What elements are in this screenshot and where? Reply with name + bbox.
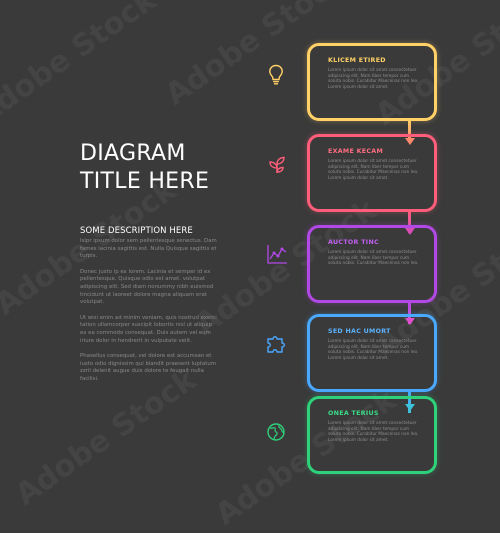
puzzle-icon [265,333,287,355]
step-2-box: EXAME KECAM Lorem ipsum dolor sit amet c… [307,134,437,212]
step-5-text: Lorem ipsum dolor sit amet consectetuer … [328,421,419,443]
arrow-down-icon [404,228,415,235]
diagram-title-line-2: TITLE HERE [80,169,210,194]
watermark: Adobe Stock [0,0,163,133]
description-body: Isipr ipsum dolor sem pellentesque senec… [80,238,220,392]
arrow-down-icon [404,318,415,325]
arrow-down-icon [404,404,415,411]
step-4-text: Lorem ipsum dolor sit amet consectetuer … [328,339,419,361]
step-5-title: ONEA TERIUS [328,410,379,417]
step-1-box: KLICEM ETIRED Lorem ipsum dolor sit amet… [307,43,437,121]
arrow-down-icon [404,138,415,145]
step-2-title: EXAME KECAM [328,148,384,155]
globe-icon [266,422,286,442]
step-4-box: SED HAC UMORT Lorem ipsum dolor sit amet… [307,314,437,392]
lightbulb-icon [268,64,284,86]
step-1-title: KLICEM ETIRED [328,57,386,64]
connector-3-4 [408,302,411,324]
chart-icon [266,243,288,265]
connector-1-2 [408,120,411,142]
step-2-text: Lorem ipsum dolor sit amet consectetuer … [328,159,419,181]
step-1-text: Lorem ipsum dolor sit amet consectetuer … [328,68,419,90]
diagram-title-line-1: DIAGRAM [80,141,186,166]
description-paragraph: Ut wisi enim ad minim veniam, quis nostr… [80,314,217,344]
description-paragraph: Phasellus consequat, vel dolore est accu… [80,353,217,382]
step-4-title: SED HAC UMORT [328,328,391,335]
description-paragraph: Isipr ipsum dolor sem pellentesque senec… [80,238,217,260]
connector-2-3 [408,211,411,233]
description-paragraph: Donec justo ip ex lorem. Lacinia et semp… [80,268,214,306]
connector-4-5 [408,391,411,413]
leaves-icon [267,155,287,175]
diagram-title: DIAGRAM TITLE HERE [80,140,209,196]
step-3-box: AUCTOR TINC Lorem ipsum dolor sit amet c… [307,225,437,303]
step-3-title: AUCTOR TINC [328,239,379,246]
description-heading: SOME DESCRIPTION HERE [80,226,193,236]
step-5-box: ONEA TERIUS Lorem ipsum dolor sit amet c… [307,396,437,474]
step-3-text: Lorem ipsum dolor sit amet consectetuer … [328,250,419,267]
